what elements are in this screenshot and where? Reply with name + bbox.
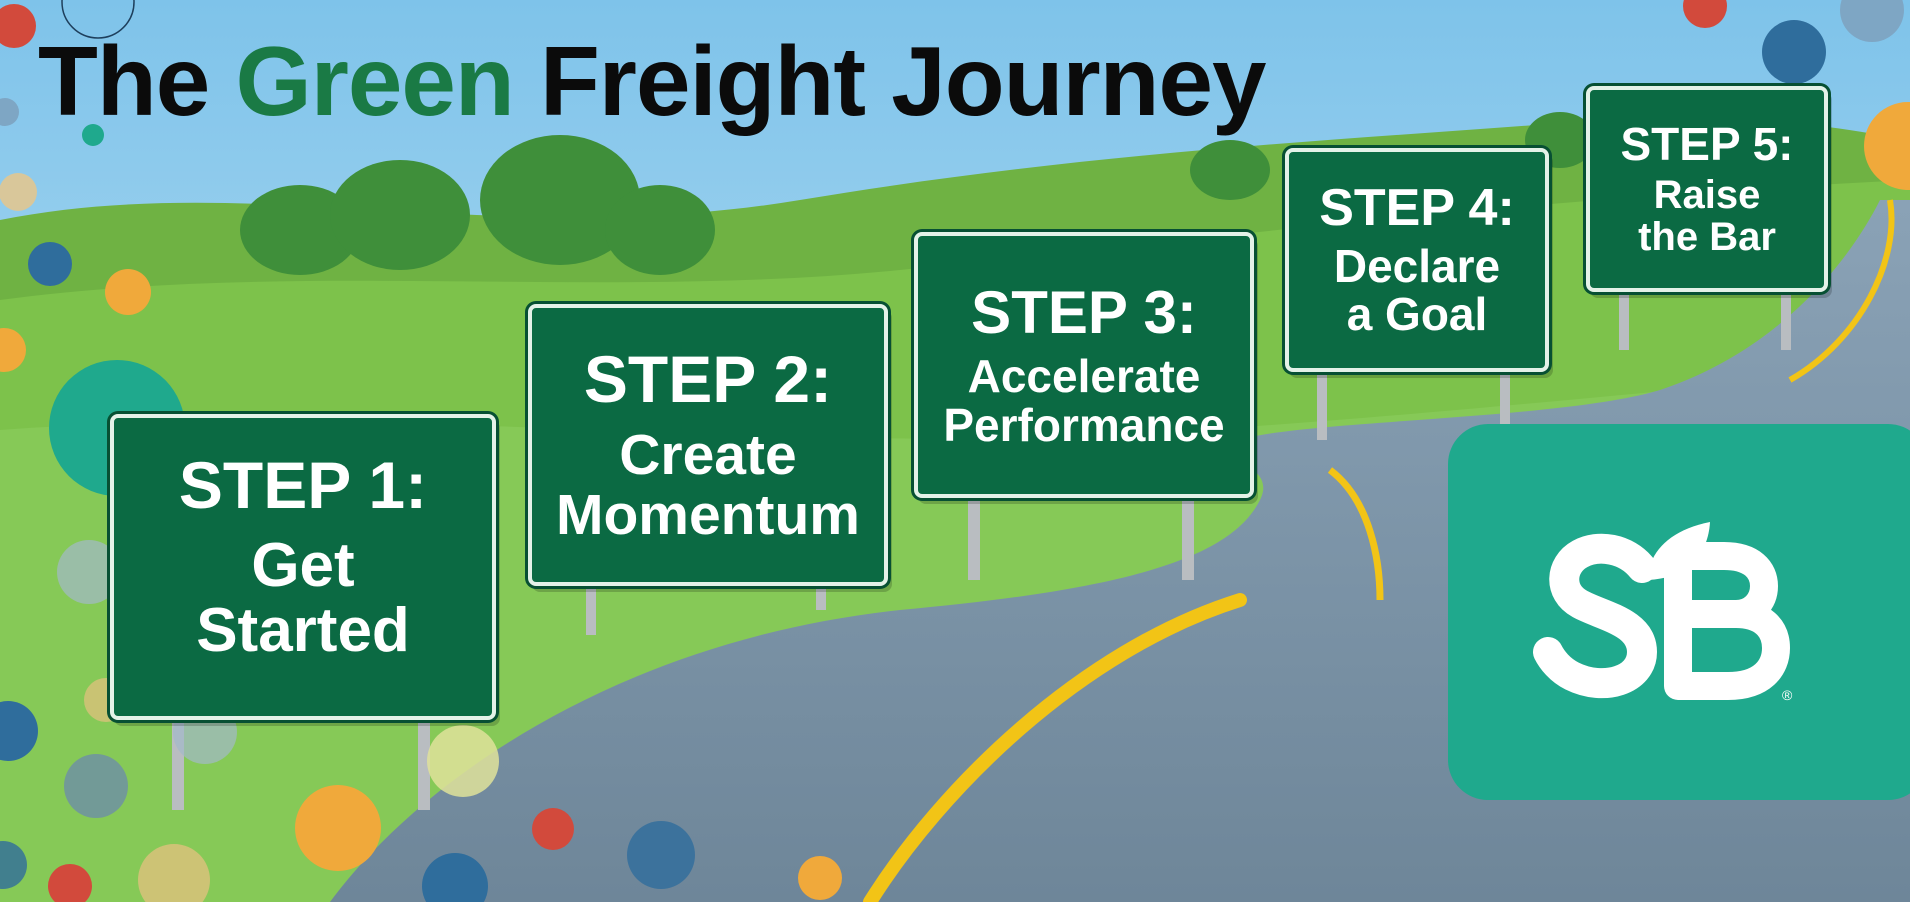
step-5-label: STEP 5: — [1620, 117, 1794, 170]
title-word-freight-journey: Freight Journey — [539, 26, 1267, 136]
step-2-sign: STEP 2: Create Momentum — [528, 304, 888, 586]
sb-logo-s-shape — [1533, 533, 1657, 699]
step-3-label: STEP 3: — [971, 279, 1197, 347]
leaf-icon — [1648, 522, 1710, 580]
step-1-text: Get Started — [196, 530, 410, 665]
sb-logo-mark — [1533, 533, 1790, 700]
title-word-the: The — [38, 26, 210, 136]
road-center-line — [863, 593, 1247, 902]
sign-posts — [172, 285, 1791, 810]
step-4-text: Declare a Goal — [1333, 240, 1501, 341]
step-2-text: Create Momentum — [556, 422, 860, 547]
road-center-line-distant — [1788, 199, 1895, 383]
sb-logo: ® — [1533, 522, 1793, 703]
step-2-label: STEP 2: — [583, 341, 833, 416]
step-3-text: Accelerate Performance — [943, 350, 1225, 451]
step-3-sign: STEP 3: Accelerate Performance — [914, 232, 1254, 498]
step-1-sign: STEP 1: Get Started — [110, 414, 496, 720]
road-center-line-far — [1327, 467, 1384, 601]
page-title: The Green Freight Journey — [38, 26, 1266, 136]
step-4-sign: STEP 4: Declare a Goal — [1285, 148, 1549, 372]
sb-logo-b-shape — [1664, 542, 1790, 700]
title-word-green: Green — [235, 26, 514, 136]
step-5-text: Raise the Bar — [1638, 173, 1776, 260]
registered-mark: ® — [1782, 687, 1793, 703]
step-5-sign: STEP 5: Raise the Bar — [1586, 86, 1828, 292]
step-4-label: STEP 4: — [1319, 179, 1515, 238]
step-1-label: STEP 1: — [178, 448, 428, 523]
